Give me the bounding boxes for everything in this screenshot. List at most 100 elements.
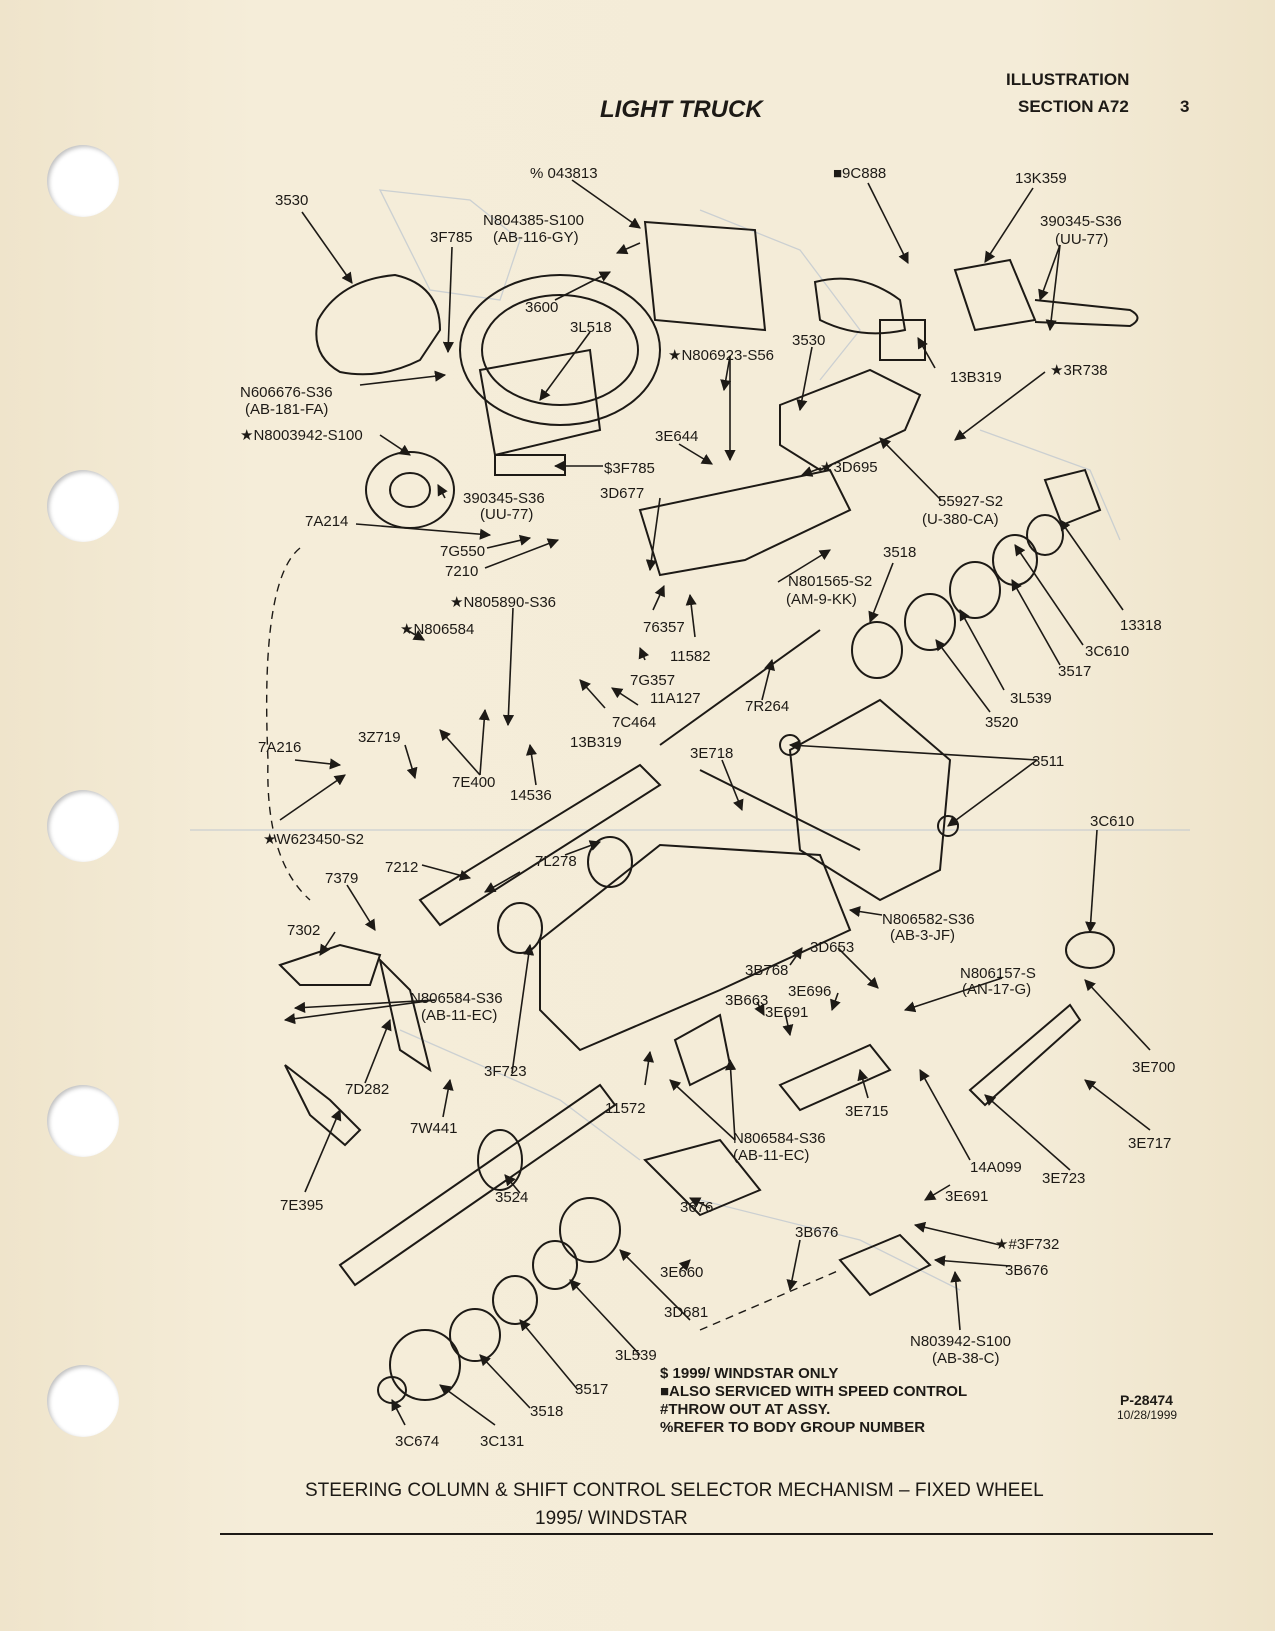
cable-7E395 [284,1064,362,1147]
part-callout: 13K359 [1015,170,1067,187]
steering-shaft-3524 [338,1083,617,1287]
part-drawings [265,220,1139,1404]
part-callout: (U-380-CA) [922,511,999,528]
binder-hole [47,470,119,542]
bracket-3E644 [638,468,852,577]
caption-line-1: STEERING COLUMN & SHIFT CONTROL SELECTOR… [305,1480,1044,1501]
part-callout: 3C610 [1085,643,1129,660]
part-callout: 7E400 [452,774,495,791]
bearing-3518 [851,621,903,679]
part-callout: 3B676 [1005,1262,1048,1279]
part-callout: 3D681 [664,1304,708,1321]
bearing-3518b [449,1308,501,1362]
bushing-7L278b [497,902,543,954]
part-callout: 3E691 [765,1004,808,1021]
wiring-clip-3F785 [494,454,566,476]
part-callout: ★W623450-S2 [263,831,364,848]
part-callout: 3520 [985,714,1018,731]
part-callout: ■9C888 [833,165,886,182]
part-callout: 3530 [792,332,825,349]
part-callout: 3E717 [1128,1135,1171,1152]
part-callout: $3F785 [604,460,655,477]
part-callout: 7C464 [612,714,656,731]
part-callout: 3Z719 [358,729,401,746]
part-callout: 7302 [287,922,320,939]
ujoint-3B676 [838,1233,932,1297]
part-callout: 7E395 [280,1197,323,1214]
shift-lever-7302 [278,943,382,986]
part-callout: 7W441 [410,1120,458,1137]
horn-pad-043813 [643,220,767,332]
part-callout: 3517 [1058,663,1091,680]
bearing-3517b [492,1275,538,1325]
part-callout: 13B319 [570,734,622,751]
bracket-7D282 [378,956,432,1073]
part-callout: 3E700 [1132,1059,1175,1076]
part-callout: N803942-S100 [910,1333,1011,1350]
part-callout: 7D282 [345,1081,389,1098]
part-callout: ★N806923-S56 [668,347,774,364]
binder-hole [47,790,119,862]
part-callout: N806584-S36 [733,1130,826,1147]
part-callout: 7G550 [440,543,485,560]
part-callout: 3E644 [655,428,698,445]
column-housing [539,843,852,1052]
part-callout: 3530 [275,192,308,209]
part-callout: 3E696 [788,983,831,1000]
part-callout: 14A099 [970,1159,1022,1176]
part-callout: 3518 [883,544,916,561]
figure-date: 10/28/1999 [1117,1408,1178,1422]
part-callout: N801565-S2 [788,573,872,590]
part-callout: 3B676 [795,1224,838,1241]
part-callout: 13B319 [950,369,1002,386]
part-callout: 3L539 [1010,690,1052,707]
part-callout: 3L539 [615,1347,657,1364]
binder-hole [47,1365,119,1437]
part-callout: (AM-9-KK) [786,591,857,608]
part-callout: 390345-S36 [463,490,545,507]
part-callout: N804385-S100 [483,212,584,229]
part-callout: 3L518 [570,319,612,336]
part-callout: ★3R738 [1050,362,1108,379]
part-callout: 3517 [575,1381,608,1398]
footnote: ■ALSO SERVICED WITH SPEED CONTROL [660,1383,968,1400]
part-callout: 7212 [385,859,418,876]
lower-shroud-3530 [779,368,922,472]
part-callout: 55927-S2 [938,493,1003,510]
bearing-3L539b [532,1240,578,1290]
illustration-label: ILLUSTRATION [1006,70,1130,89]
figure-reference: P-28474 [1120,1392,1173,1408]
lock-housing-3511 [788,698,952,902]
multifunction-switch-13K359 [953,258,1037,332]
footnote: #THROW OUT AT ASSY. [660,1401,831,1418]
sensor-ring-3C131 [389,1329,461,1401]
bearing-3520 [904,593,956,651]
part-callout: 3C610 [1090,813,1134,830]
part-callout: N806584-S36 [410,990,503,1007]
part-callout: 3F785 [430,229,473,246]
page-title: LIGHT TRUCK [600,96,763,123]
binder-hole [47,145,119,217]
column-cover-3530 [315,273,442,376]
part-callout: 7379 [325,870,358,887]
ring-3C610 [1026,514,1064,556]
part-callout: ★#3F732 [995,1236,1059,1253]
part-callout: 13318 [1120,617,1162,634]
part-callout: 7R264 [745,698,789,715]
part-callout: 3524 [495,1189,528,1206]
part-callout: 7G357 [630,672,675,689]
part-callout: (AB-3-JF) [890,927,955,944]
part-callout: 7210 [445,563,478,580]
part-callout: 7A216 [258,739,301,756]
part-callout: 76357 [643,619,685,636]
lever-3E723 [968,1003,1082,1107]
speed-control-9C888 [813,277,907,335]
footnotes: $ 1999/ WINDSTAR ONLY ■ALSO SERVICED WIT… [660,1365,967,1437]
section-label: SECTION A72 [1018,97,1129,116]
part-callout: 3F723 [484,1063,527,1080]
footnote: $ 1999/ WINDSTAR ONLY [660,1365,839,1382]
bearing-3517 [992,534,1038,586]
part-callout: N806157-S [960,965,1036,982]
